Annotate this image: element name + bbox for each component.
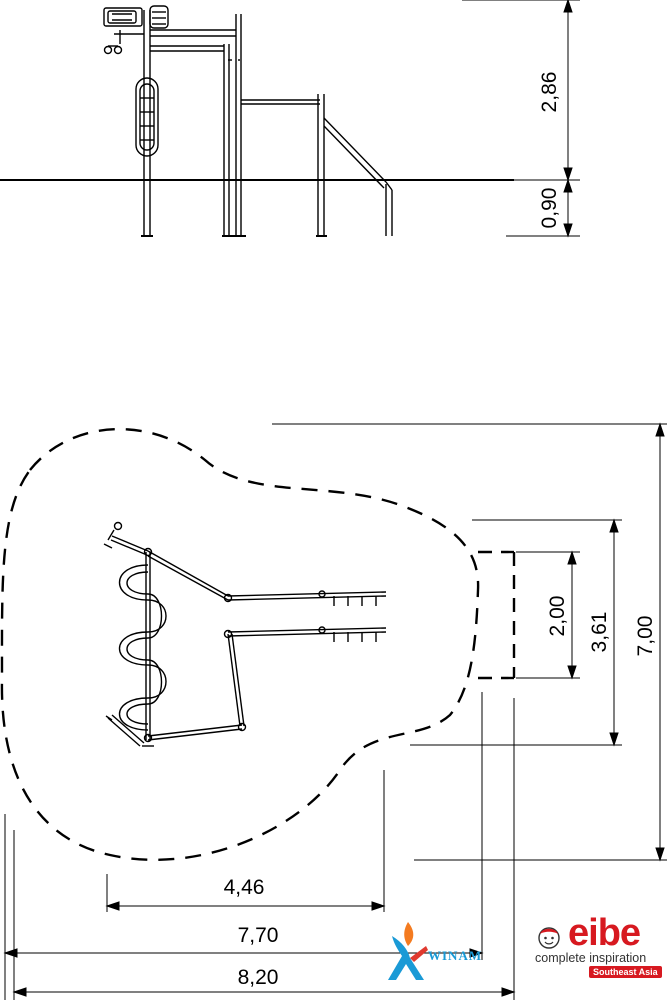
equipment-plan <box>103 521 387 747</box>
eibe-region-badge: Southeast Asia <box>589 966 662 978</box>
winam-wordmark: WINAM <box>428 948 483 963</box>
dim-plan-mid-width: 3,61 <box>588 612 611 653</box>
plan-vertical-dimensions <box>272 422 667 862</box>
dim-plan-total-width: 7,00 <box>634 616 657 657</box>
flame-figure-icon <box>388 922 428 980</box>
side-zone-rect <box>478 550 516 680</box>
dim-plan-mid-length: 7,70 <box>238 924 279 947</box>
side-height-dimension <box>462 0 580 238</box>
child-face-icon <box>538 927 560 949</box>
safety-zone-outline <box>0 427 480 861</box>
dim-height-label: 2,86 <box>538 72 561 113</box>
eibe-logo: eibe complete inspiration Southeast Asia <box>532 912 662 982</box>
dim-plan-total-length: 8,20 <box>238 966 279 989</box>
dim-plan-inner-width: 2,00 <box>546 596 569 637</box>
eibe-wordmark: eibe <box>568 912 641 954</box>
ladder-panel <box>135 77 159 157</box>
side-elevation <box>0 5 514 237</box>
top-handle-assembly <box>103 5 169 55</box>
eibe-tagline: complete inspiration <box>535 951 647 965</box>
dim-depth-label: 0,90 <box>538 188 561 229</box>
winam-logo: WINAM <box>386 920 504 982</box>
dim-plan-short-length: 4,46 <box>224 876 265 899</box>
